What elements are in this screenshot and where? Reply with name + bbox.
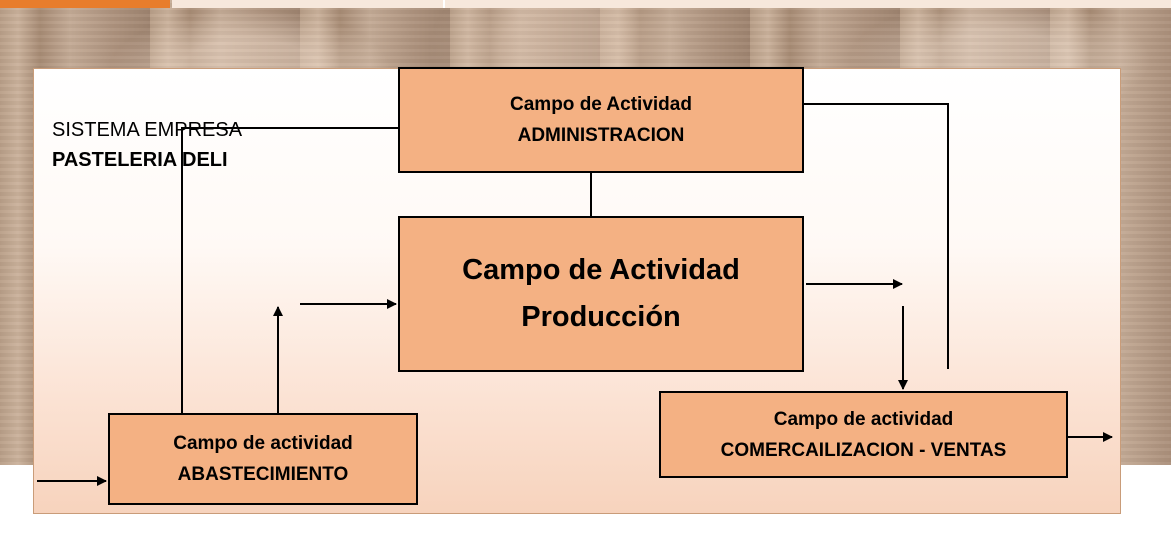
box-abastecimiento-line2: ABASTECIMIENTO [177,464,349,485]
box-abastecimiento: Campo de actividad ABASTECIMIENTO [108,413,418,505]
box-comercializacion-line2: COMERCAILIZACION - VENTAS [720,439,1007,461]
box-abastecimiento-line1: Campo de actividad [173,433,353,454]
system-label: SISTEMA EMPRESA [52,119,243,141]
box-comercializacion-line1: Campo de actividad [773,408,954,430]
box-produccion-line1: Campo de Actividad [462,254,740,286]
header-divider [443,0,445,8]
box-comercializacion: Campo de actividad COMERCAILIZACION - VE… [659,391,1068,478]
box-administracion-line2: ADMINISTRACION [517,125,685,146]
administracion-to-comercializacion-line [804,103,949,369]
box-administracion-line1: Campo de Actividad [510,94,692,115]
header-strip [172,0,1171,8]
header-accent-bar [0,0,170,8]
box-produccion-line2: Producción [521,301,681,333]
company-label: PASTELERIA DELI [52,149,228,171]
box-administracion: Campo de Actividad ADMINISTRACION [398,67,804,173]
abastecimiento-to-administracion-line [181,127,398,413]
box-produccion: Campo de Actividad Producción [398,216,804,372]
